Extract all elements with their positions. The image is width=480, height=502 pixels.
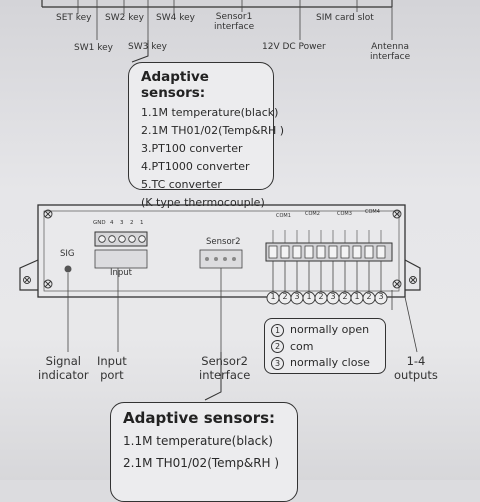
- signal-indicator-label: Signal indicator: [38, 354, 89, 382]
- sensor2-label: Sensor2: [206, 237, 241, 247]
- relay-group-label: COM3: [337, 211, 352, 217]
- input-pin-label: 1: [140, 220, 144, 226]
- legend-text: normally open: [290, 323, 370, 336]
- legend-text: com: [290, 339, 314, 353]
- input-pin-label: GND: [93, 220, 106, 226]
- input-port-label: Input port: [97, 354, 127, 382]
- sig-label: SIG: [60, 249, 75, 259]
- adaptive-sensors-callout-top: Adaptive sensors: 1.1M temperature(black…: [128, 62, 285, 209]
- terminal-legend: 1 normally open 2 com 3 normally close: [264, 318, 386, 374]
- sensor-item: 1.1M temperature(black): [141, 106, 279, 119]
- sensor-item: 1.1M temperature(black): [123, 434, 273, 448]
- relay-group-label: COM1: [276, 213, 291, 219]
- outputs-label: 1-4 outputs: [394, 354, 438, 382]
- callout-title: Adaptive sensors:: [123, 409, 276, 427]
- sensor-item: 4.PT1000 converter: [141, 160, 250, 173]
- legend-row-normally-open: 1 normally open: [271, 322, 379, 339]
- terminal-number: 2: [366, 292, 372, 301]
- input-pin-label: 3: [120, 220, 124, 226]
- terminal-number: 3: [294, 292, 300, 301]
- sensor2-interface-label: Sensor2 interface: [199, 354, 251, 382]
- terminal-number: 1: [306, 292, 312, 301]
- input-pin-label: 4: [110, 220, 114, 226]
- legend-number: 1: [271, 323, 284, 337]
- sw2-key-label: SW2 key: [105, 13, 144, 23]
- sensor-item: (K type thermocouple): [141, 196, 265, 209]
- sensor-item: 3.PT100 converter: [141, 142, 243, 155]
- antenna-interface-label: Antenna interface: [370, 42, 411, 62]
- terminal-number: 2: [318, 292, 324, 301]
- legend-row-normally-close: 3 normally close: [271, 355, 379, 372]
- relay-group-label: COM2: [305, 211, 320, 217]
- relay-group-label: COM4: [365, 209, 380, 215]
- adaptive-sensors-callout-bottom: Adaptive sensors: 1.1M temperature(black…: [110, 402, 298, 502]
- sim-card-slot-label: SIM card slot: [316, 13, 374, 23]
- device-body: [19, 204, 421, 298]
- legend-number: 3: [271, 356, 284, 370]
- input-pin-label: 2: [130, 220, 134, 226]
- input-label: Input: [110, 268, 133, 278]
- terminal-number: 1: [270, 292, 276, 301]
- terminal-number: 1: [354, 292, 360, 301]
- terminal-number: 3: [378, 292, 384, 301]
- sensor-item: 2.1M TH01/02(Temp&RH ): [141, 124, 285, 137]
- sw4-key-label: SW4 key: [156, 13, 195, 23]
- sensor1-interface-label: Sensor1 interface: [214, 12, 255, 32]
- sw1-key-label: SW1 key: [74, 43, 113, 53]
- sensor-item: 5.TC converter: [141, 178, 222, 191]
- dc-power-label: 12V DC Power: [262, 42, 326, 52]
- terminal-number: 3: [330, 292, 336, 301]
- set-key-label: SET key: [56, 13, 92, 23]
- terminal-number: 2: [342, 292, 348, 301]
- sw3-key-label: SW3 key: [128, 42, 167, 52]
- sensor-item: 2.1M TH01/02(Temp&RH ): [123, 456, 280, 470]
- callout-title: Adaptive sensors:: [141, 69, 209, 101]
- legend-row-com: 2 com: [271, 339, 379, 356]
- diagram-lines: [19, 0, 421, 401]
- legend-number: 2: [271, 340, 284, 353]
- terminal-number: 2: [282, 292, 288, 301]
- legend-text: normally close: [290, 356, 370, 369]
